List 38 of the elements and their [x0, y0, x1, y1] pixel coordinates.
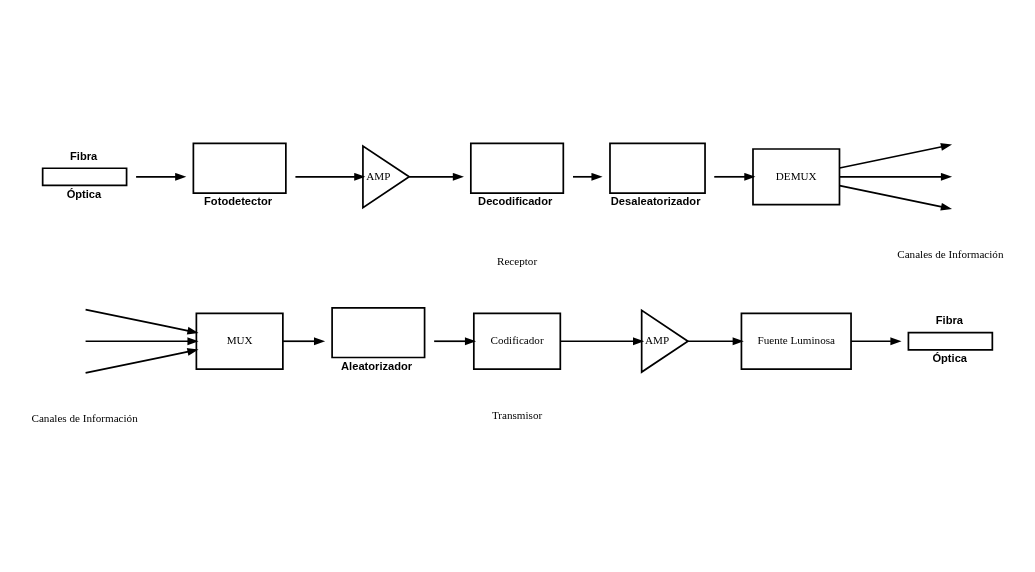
- arrow: [687, 337, 744, 346]
- node-label: Fotodetector: [204, 195, 273, 208]
- node-box: MUX: [195, 312, 284, 370]
- label: Canales de Información: [31, 412, 138, 425]
- node-box: Fuente Luminosa: [740, 312, 852, 370]
- arrow: [838, 172, 953, 181]
- node-label: Óptica: [932, 352, 968, 365]
- arrow: [408, 172, 464, 181]
- node-label: Fibra: [935, 314, 964, 327]
- label: Transmisor: [491, 408, 543, 421]
- node-box: [331, 307, 426, 359]
- arrow: [572, 172, 603, 181]
- node-label: Fibra: [70, 150, 98, 163]
- arrow: [433, 337, 477, 346]
- arrow: [559, 337, 645, 346]
- arrow: [84, 337, 199, 346]
- node-box: [469, 142, 565, 194]
- arrow: [713, 172, 756, 181]
- arrow: [838, 143, 952, 169]
- arrow: [135, 172, 187, 181]
- node-box: [192, 142, 287, 194]
- arrow: [282, 337, 326, 346]
- node-box: [907, 331, 994, 351]
- node-box: Codificador: [472, 312, 562, 370]
- node-box: DEMUX: [752, 148, 841, 206]
- label: Receptor: [496, 255, 538, 268]
- node-label: Aleatorizador: [341, 359, 413, 372]
- arrow: [84, 348, 199, 374]
- node-box: [41, 167, 128, 187]
- node-label: Decodificador: [478, 195, 553, 208]
- node-label: Desaleatorizador: [610, 195, 701, 208]
- node-box: [609, 142, 706, 194]
- arrow: [838, 184, 952, 211]
- node-label: Óptica: [66, 187, 102, 200]
- arrow: [84, 308, 199, 335]
- label: Canales de Información: [897, 247, 1004, 260]
- arrow: [850, 337, 902, 346]
- arrow: [294, 172, 366, 181]
